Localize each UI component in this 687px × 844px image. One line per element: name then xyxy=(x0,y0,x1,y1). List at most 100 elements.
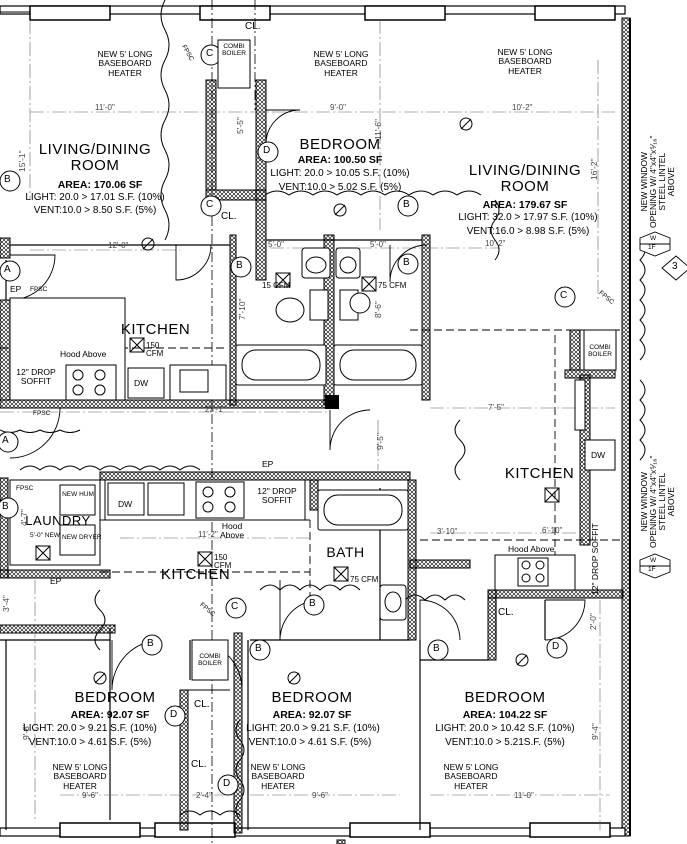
combi-boiler-right-2: BOILER xyxy=(588,350,612,358)
bedroom-bl-vent: VENT:10.0 > 4.61 S.F. (5%) xyxy=(28,737,152,748)
combi-boiler-right: COMBI BOILER xyxy=(586,344,614,359)
dimension-1: 11'-0" xyxy=(95,103,115,112)
exterior-walls xyxy=(0,5,631,837)
heater-note-1-a: NEW 5' LONG xyxy=(97,49,153,59)
closet-label-5: CL. xyxy=(191,759,207,770)
dimension-16: 15'-1" xyxy=(17,150,27,172)
living-left-light: LIGHT: 20.0 > 17.01 S.F. (10%) xyxy=(25,192,165,203)
combi-boiler-bottom: COMBI BOILER xyxy=(194,653,226,668)
bedroom-top-vent: VENT:10.0 > 5.02 S.F. (5%) xyxy=(278,182,402,193)
door-tag-d-2: D xyxy=(552,641,560,652)
hood-above-bottom-1: Hood xyxy=(221,521,243,531)
heater-note-5: NEW 5' LONG BASEBOARD HEATER xyxy=(243,762,313,791)
dimension-15: 11'-0" xyxy=(514,791,534,800)
closet-label-2: CL. xyxy=(221,211,237,222)
combi-boiler-bottom-2: BOILER xyxy=(198,659,222,667)
heater-note-3-c: HEATER xyxy=(508,65,542,76)
dimension-6: 5'-0" xyxy=(370,240,386,249)
dimension-23: 3'-4" xyxy=(1,595,11,612)
revision-clouds xyxy=(0,0,646,821)
closet-label-1: CL. xyxy=(245,21,261,32)
dishwasher-label-left: DW xyxy=(134,378,149,388)
dimension-9: 23'-1" xyxy=(205,405,226,414)
closet-label-4: CL. xyxy=(194,699,210,710)
bedroom-br-vent: VENT:10.0 > 5.21S.F. (5%) xyxy=(445,737,565,748)
bedroom-bl-light: LIGHT: 20.0 > 9.21 S.F. (10%) xyxy=(23,723,157,734)
bath-fixtures xyxy=(235,247,423,621)
dimension-19: 7'-10" xyxy=(237,298,247,320)
dimension-26: 2'-0" xyxy=(588,613,598,630)
heater-note-4-a: NEW 5' LONG xyxy=(52,762,108,772)
combi-boiler-top: COMBI BOILER xyxy=(220,43,248,58)
living-left-name-2: ROOM xyxy=(70,156,120,174)
ep-label-3: EP xyxy=(50,576,62,586)
door-tag-d-4: D xyxy=(223,778,231,789)
dimension-8: 7'-5" xyxy=(488,403,504,412)
top-windows xyxy=(29,5,616,838)
heater-note-5-c: HEATER xyxy=(261,780,295,791)
kitchen-fixtures xyxy=(9,297,616,591)
living-left-area: AREA: 170.06 SF xyxy=(57,179,143,191)
cfm-75-label: 75 CFM xyxy=(378,281,407,290)
door-tag-b-2: B xyxy=(403,199,410,210)
bath-name: BATH xyxy=(326,544,365,560)
bedroom-bm-vent: VENT:10.0 > 4.61 S.F. (5%) xyxy=(248,737,372,748)
dimension-18: 11'-6" xyxy=(373,118,383,140)
heater-note-2-b: BASEBOARD xyxy=(314,58,368,69)
drop-soffit-left-1: 12" DROP xyxy=(16,367,56,377)
heater-note-2-a: NEW 5' LONG xyxy=(313,49,369,59)
smoke-detectors xyxy=(93,117,529,685)
door-tags xyxy=(0,44,576,796)
dimension-17: 16'-2" xyxy=(589,158,599,180)
room-name-living-left: LIVING/DINING ROOM xyxy=(30,142,160,174)
bedroom-bl-name: BEDROOM xyxy=(74,689,156,706)
dimension-28: 5'-5" xyxy=(235,117,245,134)
heater-note-5-a: NEW 5' LONG xyxy=(250,762,306,772)
combi-boiler-top-1: COMBI xyxy=(223,43,245,50)
door-tag-c-2: C xyxy=(206,199,214,210)
heater-note-3-a: NEW 5' LONG xyxy=(497,47,553,57)
kitchen-bottom-cfm: 150 CFM xyxy=(214,553,232,570)
living-left-vent: VENT:10.0 > 8.50 S.F. (5%) xyxy=(33,205,157,216)
fpsc-label-2: FPSC xyxy=(33,410,51,417)
dimension-14: 9'-6" xyxy=(312,791,328,800)
door-tag-a-2: A xyxy=(2,435,9,446)
drop-soffit-left: 12" DROP SOFFIT xyxy=(12,367,60,387)
bedroom-br-name: BEDROOM xyxy=(464,689,546,706)
heater-note-3-b: BASEBOARD xyxy=(498,56,552,67)
center-lines xyxy=(211,0,256,844)
closet-label-3: CL. xyxy=(498,607,514,618)
dishwasher-label-right: DW xyxy=(591,450,606,460)
living-right-vent: VENT:16.0 > 8.98 S.F. (5%) xyxy=(466,226,590,237)
door-tag-d-1: D xyxy=(263,145,271,156)
bedroom-bm-area: AREA: 92.07 SF xyxy=(272,709,352,721)
hood-above-bottom-2: Above xyxy=(220,530,245,541)
door-tag-c-3: C xyxy=(560,290,568,301)
dimension-21: 4'-7" xyxy=(19,509,29,526)
window-note-top: NEW WINDOW OPENING W/ 4"x4"x⁵⁄₁₆" STEEL … xyxy=(639,135,676,228)
heater-note-3: NEW 5' LONG BASEBOARD HEATER xyxy=(490,47,560,76)
heater-note-1: NEW 5' LONG BASEBOARD HEATER xyxy=(90,49,160,78)
heater-note-6: NEW 5' LONG BASEBOARD HEATER xyxy=(436,762,506,791)
ep-label-2: EP xyxy=(262,459,274,469)
combi-boiler-top-2: BOILER xyxy=(222,49,246,57)
heater-note-6-a: NEW 5' LONG xyxy=(443,762,499,772)
drop-soffit-bottom-2: SOFFIT xyxy=(261,495,293,506)
door-tag-b-1: B xyxy=(4,174,11,185)
drop-soffit-bottom: 12" DROP SOFFIT xyxy=(252,486,302,506)
door-tag-b-5: B xyxy=(2,501,9,512)
bedroom-br-light: LIGHT: 20.0 > 10.42 S.F. (10%) xyxy=(435,723,575,734)
window-note-bottom-4: ABOVE xyxy=(665,487,676,517)
kitchen-bottom-name: KITCHEN xyxy=(160,566,231,583)
door-tag-b-4: B xyxy=(403,257,410,268)
bedroom-bm-light: LIGHT: 20.0 > 9.21 S.F. (10%) xyxy=(246,723,380,734)
window-tags xyxy=(639,231,687,579)
door-tag-b-3: B xyxy=(236,260,243,271)
living-right-light: LIGHT: 32.0 > 17.97 S.F. (10%) xyxy=(458,212,598,223)
door-tag-b-7: B xyxy=(147,638,154,649)
bedroom-top-name: BEDROOM xyxy=(299,136,381,153)
heater-note-2-c: HEATER xyxy=(324,67,358,78)
cfm-15-label: 15 CFM xyxy=(262,281,291,290)
living-right-name-1: LIVING/DINING xyxy=(468,162,582,179)
heater-note-6-b: BASEBOARD xyxy=(444,771,498,782)
